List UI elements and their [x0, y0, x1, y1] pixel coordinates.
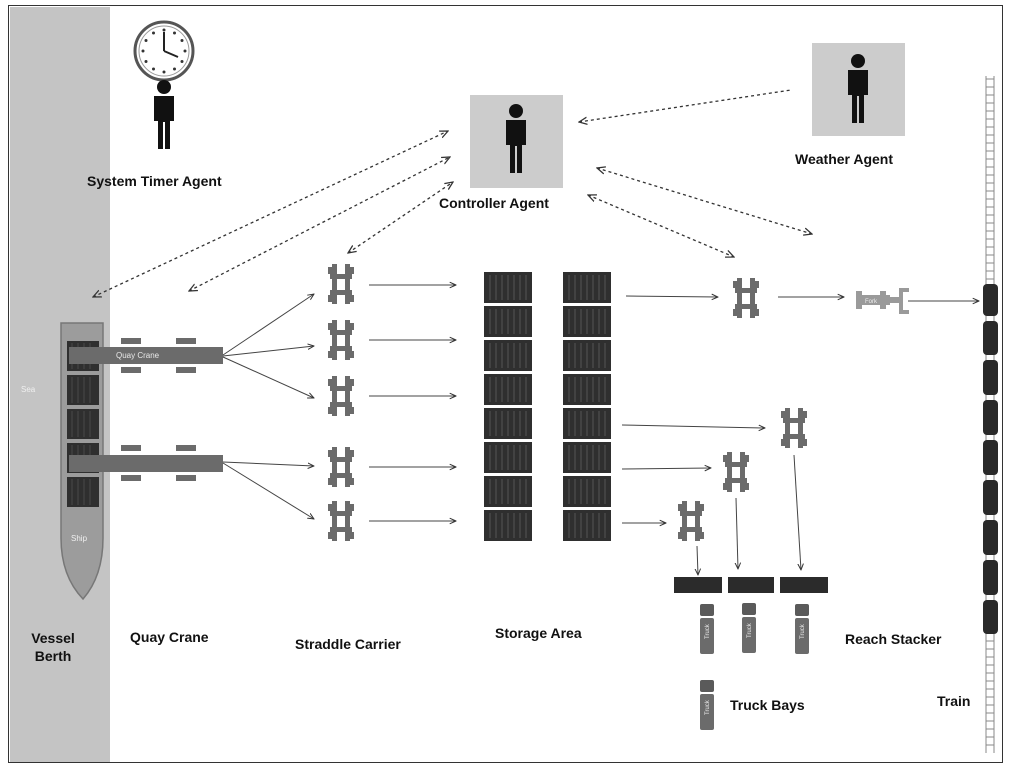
truck-bays-label: Truck Bays	[730, 697, 805, 713]
reach-stacker-tag: Fork	[865, 299, 878, 305]
system-timer-person-icon	[154, 80, 174, 149]
quay-crane-2	[69, 445, 223, 481]
storage-to-carrier-arrows	[621, 296, 979, 523]
vessel-berth-label-line1: Vessel	[31, 630, 75, 646]
reach-stacker: Fork	[856, 288, 909, 314]
vessel-berth-label: Vessel Berth	[29, 629, 77, 665]
sea-label: Sea	[21, 385, 36, 394]
truck-bay-1	[674, 577, 722, 593]
straddle-carrier-label: Straddle Carrier	[295, 636, 401, 652]
straddle-carrier-2	[328, 320, 354, 360]
truck-bay-3	[780, 577, 828, 593]
system-timer-agent-label: System Timer Agent	[87, 173, 222, 189]
straddle-carrier-6	[733, 278, 759, 318]
train-label: Train	[937, 693, 971, 709]
truck-2-label: Truck	[747, 622, 753, 638]
truck-3-label: Truck	[800, 623, 806, 639]
clock-icon	[133, 20, 195, 82]
straddle-carrier-8	[723, 452, 749, 492]
quay-crane-1: Quay Crane	[69, 338, 223, 373]
weather-agent-label: Weather Agent	[795, 151, 894, 167]
straddle-carrier-3	[328, 376, 354, 416]
agent-links	[93, 89, 812, 297]
truck-bay-2	[728, 577, 774, 593]
quay-crane-boom-label: Quay Crane	[116, 351, 160, 360]
storage-area-label: Storage Area	[495, 625, 582, 641]
straddle-carrier-1	[328, 264, 354, 304]
storage-stack-right	[562, 271, 612, 542]
quay-crane-label: Quay Crane	[130, 629, 209, 645]
truck-1: Truck	[700, 604, 714, 654]
truck-3: Truck	[795, 604, 809, 654]
port-agents-diagram: Sea Ship Quay Crane	[10, 7, 998, 762]
ship-label: Ship	[71, 534, 88, 543]
truck-2: Truck	[742, 603, 756, 653]
controller-agent-label: Controller Agent	[439, 195, 549, 211]
carrier-to-storage-arrows	[369, 285, 456, 521]
truck-4: Truck	[700, 680, 714, 730]
diagram-frame: Sea Ship Quay Crane	[8, 5, 1003, 763]
straddle-carrier-5	[328, 501, 354, 541]
crane-to-carrier-arrows	[222, 294, 314, 519]
reach-stacker-label: Reach Stacker	[845, 631, 942, 647]
truck-4-label: Truck	[705, 699, 711, 715]
straddle-carrier-7	[781, 408, 807, 448]
carrier-to-bay-arrows	[697, 454, 801, 575]
vessel-berth-label-line2: Berth	[34, 648, 72, 664]
straddle-carrier-4	[328, 447, 354, 487]
straddle-carrier-9	[678, 501, 704, 541]
train	[983, 284, 998, 634]
truck-1-label: Truck	[705, 623, 711, 639]
storage-stack-left	[483, 271, 533, 542]
